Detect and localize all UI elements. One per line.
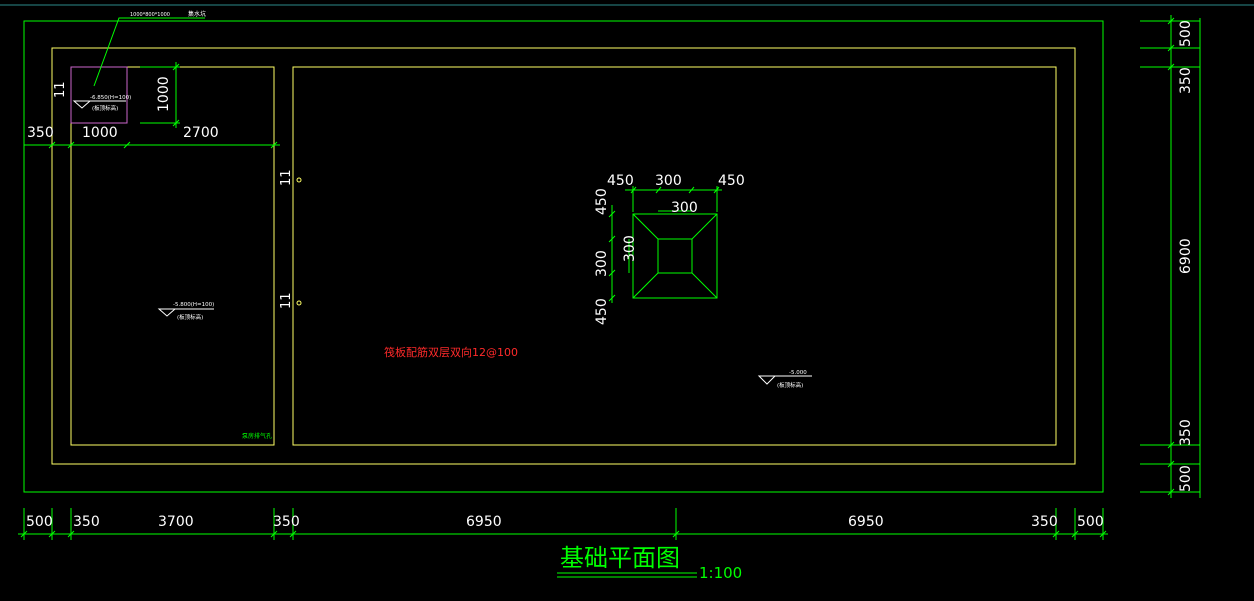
bottom-dim-350-left: 350 xyxy=(73,514,100,530)
sump-pit-outline xyxy=(70,66,128,124)
wall-marker-11-bottom: 11 xyxy=(279,292,294,309)
wall-marker-circle-top xyxy=(296,177,302,183)
column-left-tick-1 xyxy=(608,210,616,218)
column-cap-diag-br xyxy=(691,272,718,299)
pit-dim-1000-vertical: 1000 xyxy=(156,76,172,112)
column-inner-left-dim: 300 xyxy=(622,235,638,262)
column-top-dim-right: 450 xyxy=(718,173,745,189)
pit-marker-11: 11 xyxy=(53,81,68,98)
bottom-dim-6950-right: 6950 xyxy=(848,514,884,530)
drawing-scale: 1:100 xyxy=(699,564,742,582)
pit-callout-size: 1000*800*1000 xyxy=(130,12,170,18)
rebar-note: 筏板配筋双层双向12@100 xyxy=(384,345,518,359)
bottom-dim-500-left: 500 xyxy=(26,514,53,530)
column-inner-top-dim: 300 xyxy=(671,200,698,216)
outer-slab-outline xyxy=(23,20,1104,493)
room-dim-1000: 1000 xyxy=(82,125,118,141)
right-dim-6900: 6900 xyxy=(1178,238,1194,274)
outer-wall-outline xyxy=(51,47,1076,465)
bottom-dim-350-mid: 350 xyxy=(273,514,300,530)
right-dim-350-top: 350 xyxy=(1178,67,1194,94)
right-dim-ticks xyxy=(1167,17,1175,496)
left-room-elevation-symbol xyxy=(157,308,177,317)
pit-elevation-text: -6.850(H=100) xyxy=(90,95,131,101)
main-room-elevation-note: (板顶标高) xyxy=(777,381,803,389)
column-top-dim-left: 450 xyxy=(607,173,634,189)
main-room-elevation-text: -5.000 xyxy=(789,370,807,376)
column-left-tick-3 xyxy=(608,269,616,277)
room-dim-tick-3 xyxy=(123,141,131,149)
column-left-dim-mid: 300 xyxy=(594,250,610,277)
column-top-tick-3 xyxy=(688,186,695,194)
pit-dim-tick-bottom xyxy=(172,119,180,127)
column-cap-diag-tl xyxy=(632,213,659,240)
left-room-outline xyxy=(70,66,275,446)
column-left-dim-bottom: 450 xyxy=(594,298,610,325)
column-left-dim-top: 450 xyxy=(594,188,610,215)
right-dim-500-bottom: 500 xyxy=(1178,465,1194,492)
pit-elevation-symbol xyxy=(72,100,92,109)
column-top-tick-2 xyxy=(655,186,662,194)
bottom-dim-350-right: 350 xyxy=(1031,514,1058,530)
pit-callout-leader xyxy=(93,17,205,87)
column-cap-diag-tr xyxy=(691,213,718,240)
pit-elevation-note: (板顶标高) xyxy=(92,104,118,112)
column-cap-diag-bl xyxy=(632,272,659,299)
room-dim-tick-4 xyxy=(270,141,278,149)
column-top-dim-mid: 300 xyxy=(655,173,682,189)
bottom-dim-ticks xyxy=(20,530,1107,538)
right-dim-350-bottom: 350 xyxy=(1178,419,1194,446)
room-dim-350: 350 xyxy=(27,125,54,141)
room-dim-2700: 2700 xyxy=(183,125,219,141)
main-room-elevation-symbol xyxy=(757,375,777,385)
pit-callout-tag: 集水坑 xyxy=(188,10,206,18)
bottom-dim-6950-left: 6950 xyxy=(466,514,502,530)
column-cap-outer xyxy=(632,213,718,299)
column-cap-inner xyxy=(657,238,693,274)
left-room-elevation-text: -5.800(H=100) xyxy=(173,302,214,308)
bottom-dim-500-right: 500 xyxy=(1077,514,1104,530)
room-dim-tick-1 xyxy=(48,141,56,149)
left-room-corner-label: 泵房排气孔 xyxy=(242,432,272,440)
right-dim-500-top: 500 xyxy=(1178,20,1194,47)
column-left-tick-4 xyxy=(608,294,616,302)
wall-marker-circle-bottom xyxy=(296,300,302,306)
pit-dim-tick-top xyxy=(172,63,180,71)
right-dim-extensions xyxy=(1140,20,1200,493)
room-dim-tick-2 xyxy=(67,141,75,149)
column-left-tick-2 xyxy=(608,235,616,243)
drawing-title: 基础平面图 xyxy=(560,544,680,572)
left-room-elevation-note: (板顶标高) xyxy=(177,313,203,321)
main-room-outline xyxy=(292,66,1057,446)
wall-marker-11-top: 11 xyxy=(279,169,294,186)
bottom-dim-3700: 3700 xyxy=(158,514,194,530)
